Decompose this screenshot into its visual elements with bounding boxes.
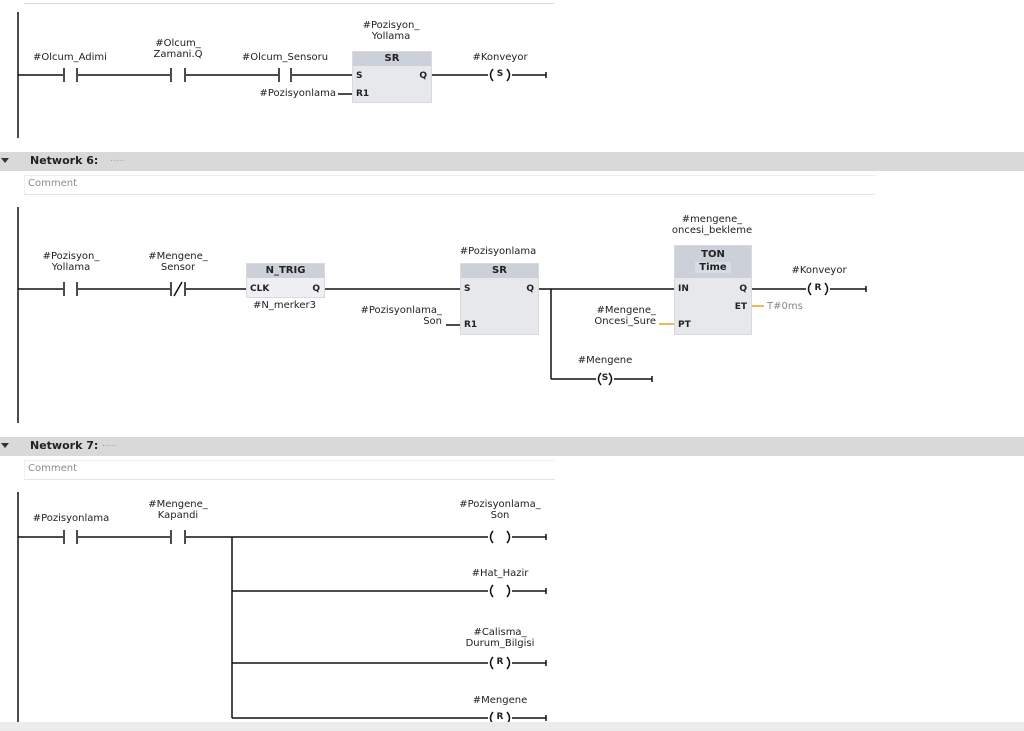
contact-label[interactable]: #Pozisyonlama (32, 513, 110, 524)
ton-title: TON (701, 249, 725, 260)
coil-label[interactable]: #Calisma_ Durum_Bilgisi (465, 627, 535, 649)
coil-icon (597, 372, 613, 386)
pin-in: IN (678, 284, 689, 294)
coil-type: S (496, 69, 504, 79)
coil-label[interactable]: #Mengene (472, 695, 528, 706)
coil-label[interactable]: #Pozisyonlama_ Son (459, 499, 541, 521)
network-title-field[interactable]: ..... (102, 439, 117, 449)
coil-icon (489, 68, 511, 82)
sr-block[interactable]: SR S R1 Q (460, 263, 539, 335)
comment-placeholder: Comment (28, 463, 77, 474)
pin-q: Q (526, 284, 534, 294)
coil-icon (489, 584, 511, 598)
network-title: Network 7: (30, 439, 99, 452)
ton-block[interactable]: TON Time IN Q ET PT (674, 245, 752, 335)
pin-s: S (464, 284, 471, 294)
contact-label[interactable]: #Mengene_ Kapandi (148, 499, 208, 521)
next-network-header[interactable] (0, 722, 1024, 731)
network-title: Network 6: (30, 154, 99, 167)
ntrig-memory[interactable]: #N_merker3 (253, 300, 316, 311)
collapse-triangle-icon[interactable] (1, 443, 9, 448)
pin-q: Q (739, 284, 747, 294)
coil-type: S (601, 373, 609, 383)
contact-label[interactable]: #Olcum_Sensoru (241, 52, 329, 63)
pin-r1: R1 (464, 320, 478, 330)
et-value[interactable]: T#0ms (767, 301, 803, 312)
r1-operand[interactable]: #Pozisyonlama_ Son (360, 305, 442, 327)
contact-label[interactable]: #Olcum_ Zamani.Q (153, 38, 203, 60)
pin-q: Q (419, 71, 427, 81)
ntrig-block[interactable]: N_TRIG CLK Q (246, 263, 325, 298)
comment-placeholder: Comment (28, 178, 77, 189)
coil-icon (807, 282, 829, 296)
sr-instance[interactable]: #Pozisyonlama (459, 246, 537, 257)
sr-block[interactable]: SR S R1 Q (352, 51, 432, 103)
coil-label[interactable]: #Konveyor (791, 265, 847, 276)
network-comment[interactable]: Comment (24, 175, 875, 195)
pin-et: ET (734, 302, 747, 312)
r1-operand[interactable]: #Pozisyonlama (259, 88, 336, 99)
contact-label[interactable]: #Pozisyon_ Yollama (42, 251, 100, 273)
block-title: N_TRIG (247, 264, 324, 278)
network-separator (24, 3, 554, 4)
network-header[interactable]: Network 6: ..... (0, 152, 1024, 171)
pt-operand[interactable]: #Mengene_ Oncesi_Sure (594, 305, 656, 327)
contact-label[interactable]: #Olcum_Adimi (33, 52, 107, 63)
coil-type: R (496, 712, 504, 722)
pin-s: S (356, 71, 363, 81)
coil-label[interactable]: #Konveyor (472, 52, 528, 63)
sr-instance[interactable]: #Pozisyon_ Yollama (362, 20, 420, 42)
coil-type: R (814, 283, 822, 293)
pin-q: Q (312, 284, 320, 294)
contact-label[interactable]: #Mengene_ Sensor (148, 251, 208, 273)
coil-label[interactable]: #Mengene (577, 355, 633, 366)
pin-r1: R1 (356, 89, 370, 99)
pin-pt: PT (678, 320, 691, 330)
block-title: SR (353, 52, 431, 66)
coil-icon (489, 656, 511, 670)
collapse-triangle-icon[interactable] (1, 158, 9, 163)
pin-clk: CLK (250, 284, 270, 294)
network-comment[interactable]: Comment (24, 460, 555, 480)
network-title-field[interactable]: ..... (110, 154, 125, 164)
network-header[interactable]: Network 7: ..... (0, 437, 1024, 456)
block-title: SR (461, 264, 538, 278)
ton-instance[interactable]: #mengene_ oncesi_bekleme (671, 214, 753, 236)
coil-label[interactable]: #Hat_Hazir (471, 568, 529, 579)
coil-icon (489, 530, 511, 544)
coil-type: R (496, 657, 504, 667)
ton-type-field[interactable]: Time (695, 262, 731, 273)
